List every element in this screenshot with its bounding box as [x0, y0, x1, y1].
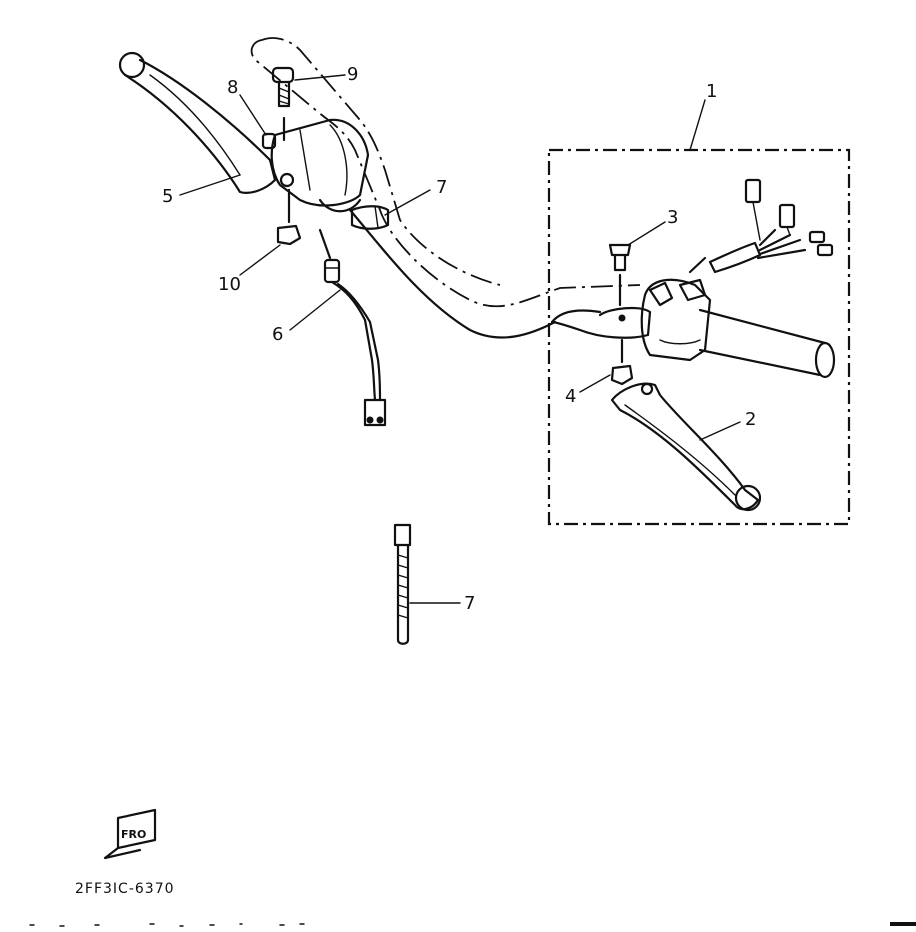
callout-9: 9: [347, 64, 358, 85]
bolt-9: [271, 66, 295, 142]
left-clutch-lever: [118, 51, 277, 194]
handlebar: [250, 37, 836, 379]
assembly-box: [547, 148, 851, 526]
callout-8: 8: [227, 77, 238, 98]
right-switch: [550, 178, 834, 362]
callout-10: 10: [218, 274, 241, 295]
right-brake-lever: [610, 382, 762, 512]
front-direction-icon: FRO: [103, 808, 157, 860]
callout-5: 5: [162, 186, 173, 207]
front-icon-label: FRO: [121, 828, 146, 841]
callout-4: 4: [565, 386, 576, 407]
callout-7-lower: 7: [464, 593, 475, 614]
band-7-loose: [393, 523, 412, 645]
drawing-code: 2FF3IC-6370: [75, 881, 175, 897]
clutch-switch-6: [318, 228, 387, 427]
nut-10: [276, 188, 302, 246]
callout-6: 6: [272, 324, 283, 345]
spacer-8: [261, 132, 277, 150]
left-lever-holder: [270, 118, 370, 213]
callout-1: 1: [706, 81, 717, 102]
callouts: 1 2 3 4 5 6 7 7 8 9 10: [162, 64, 756, 614]
band-7-installed: [350, 205, 390, 230]
nut-4: [610, 338, 634, 386]
callout-7-upper: 7: [436, 177, 447, 198]
callout-2: 2: [745, 409, 756, 430]
screw-3: [608, 243, 632, 307]
scan-artifacts: [29, 922, 916, 927]
leader-lines: [179, 74, 741, 604]
callout-3: 3: [667, 207, 678, 228]
